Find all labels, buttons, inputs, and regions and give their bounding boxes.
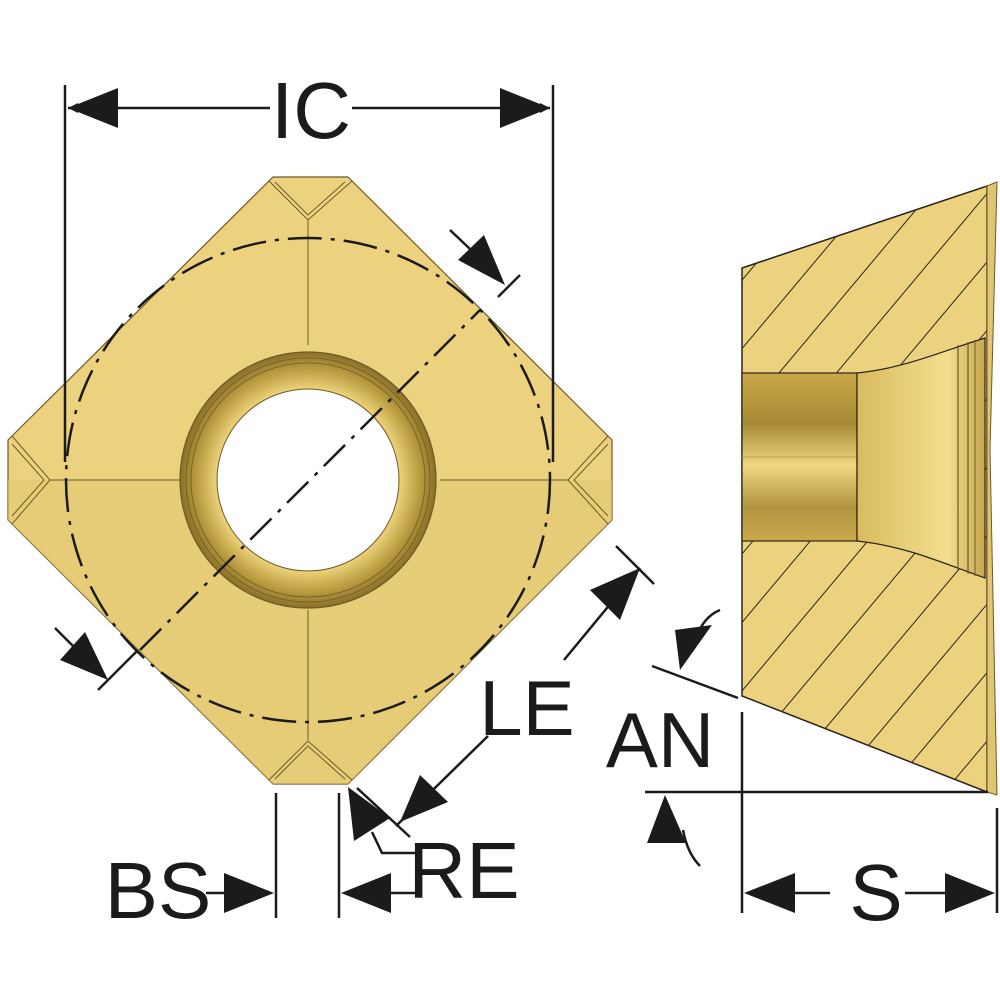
an-dimension xyxy=(645,608,988,867)
hole xyxy=(216,388,400,572)
ic-diagonal-arrows xyxy=(54,229,521,691)
re-callout xyxy=(356,787,420,855)
le-dimension xyxy=(395,545,655,827)
re-label: RE xyxy=(408,826,519,915)
bs-label: BS xyxy=(105,846,212,935)
s-dimension xyxy=(740,712,999,913)
s-label: S xyxy=(849,848,902,937)
corner-facets xyxy=(11,180,609,781)
an-label: AN xyxy=(606,696,714,784)
insert-lower-shade xyxy=(8,480,612,784)
diagonal-centerline xyxy=(139,309,481,651)
side-section-view xyxy=(741,181,998,796)
inscribed-circle xyxy=(64,236,552,724)
ic-label: IC xyxy=(271,66,351,155)
counterbore xyxy=(856,337,986,579)
le-label: LE xyxy=(479,664,574,752)
top-view xyxy=(7,176,613,785)
